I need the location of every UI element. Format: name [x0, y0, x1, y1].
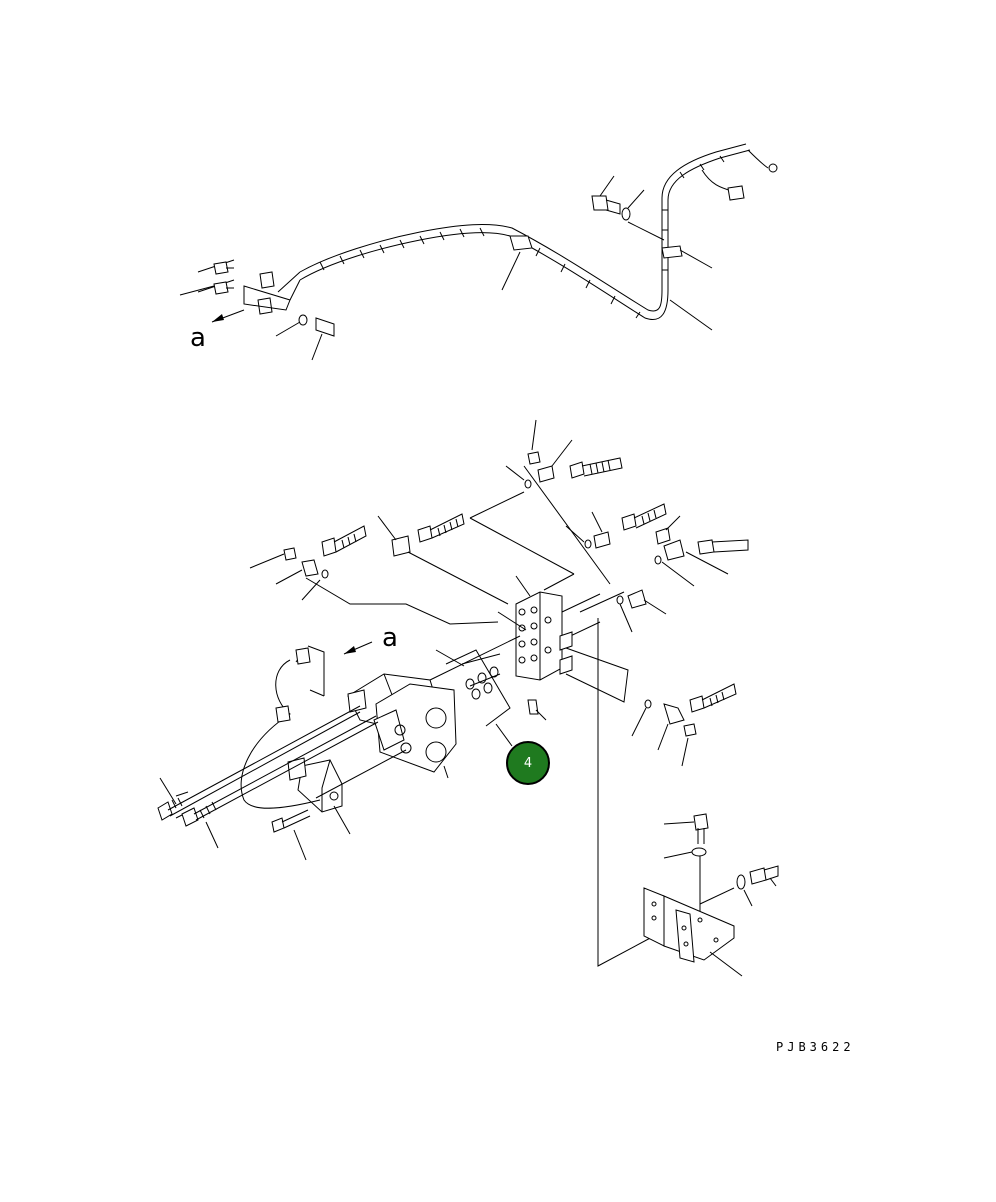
- wiring-harness: a: [179, 143, 778, 361]
- view-reference-a-top: a: [190, 323, 206, 353]
- callout-label: 4: [523, 755, 533, 771]
- view-reference-a-bottom: a: [382, 623, 398, 653]
- solenoid-valve-assembly: a: [157, 419, 779, 977]
- callout-4[interactable]: 4: [506, 741, 550, 785]
- drawing-code: PJB3622: [776, 1040, 855, 1054]
